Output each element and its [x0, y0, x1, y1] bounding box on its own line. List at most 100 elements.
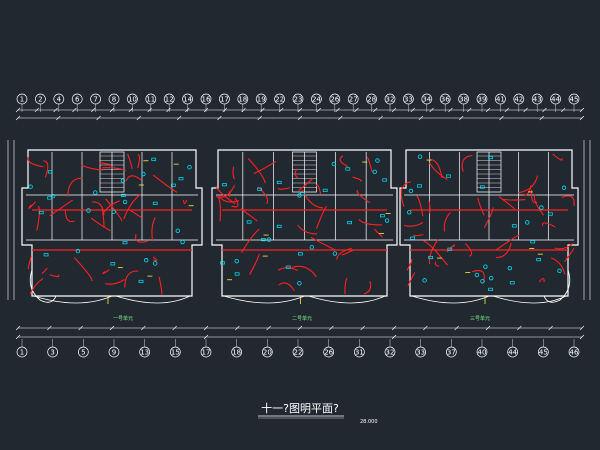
axis-label: 19	[257, 95, 266, 103]
wiring-run	[358, 218, 383, 226]
axis-label: 20	[263, 348, 272, 356]
balcony-curve	[223, 295, 305, 304]
axis-label: 22	[294, 348, 303, 356]
switch-symbol	[152, 201, 158, 205]
wiring-run	[406, 259, 413, 271]
light-fixture	[75, 248, 81, 254]
dimension-tick	[15, 107, 21, 113]
wiring-run	[158, 276, 163, 295]
switch-symbol	[276, 180, 282, 185]
wiring-run	[67, 177, 83, 197]
switch-symbol	[446, 174, 451, 178]
dimension-tick	[517, 325, 522, 331]
dimension-tick	[466, 107, 472, 113]
wiring-run	[36, 205, 40, 231]
axis-label: 33	[416, 348, 425, 356]
switch-symbol	[47, 170, 53, 174]
switch-symbol	[138, 279, 144, 284]
light-fixture	[28, 184, 33, 189]
wiring-run	[518, 175, 539, 194]
unit-outer-wall	[399, 149, 579, 297]
dimension-tick	[378, 115, 383, 121]
switch-symbol	[536, 258, 542, 262]
axis-label: 2	[38, 95, 42, 103]
dimension-tick	[458, 115, 464, 121]
building-walls	[21, 149, 579, 304]
wiring-run	[101, 206, 105, 228]
wiring-run	[218, 195, 240, 203]
wiring-run	[434, 261, 440, 267]
dimension-tick	[391, 107, 397, 113]
wiring-run	[183, 200, 188, 205]
dimension-tick	[338, 115, 343, 121]
switch-symbol	[43, 253, 49, 257]
switch-symbol	[488, 156, 493, 160]
wiring-run	[561, 195, 575, 206]
dimension-tick	[579, 334, 585, 340]
switch-symbol	[410, 236, 415, 240]
light-fixture	[525, 220, 530, 225]
light-fixture	[539, 205, 544, 210]
switch-symbol	[222, 183, 227, 187]
wiring-run	[98, 162, 112, 166]
dimension-tick	[34, 107, 40, 113]
wiring-run	[277, 187, 291, 190]
wiring-run	[373, 228, 383, 238]
axis-label: 3	[50, 348, 54, 356]
light-fixture	[141, 171, 146, 177]
wiring-run	[49, 199, 73, 217]
dimension-tick	[560, 107, 566, 113]
switch-symbol	[530, 240, 536, 244]
wiring-run	[552, 153, 563, 161]
dimension-tick	[360, 325, 365, 331]
axis-label: 44	[551, 95, 560, 103]
wiring-run	[554, 243, 574, 250]
wiring-run	[92, 201, 105, 216]
wiring-run	[152, 256, 158, 262]
axis-label: 4	[57, 95, 62, 103]
dimension-tick	[257, 115, 262, 121]
wiring-run	[249, 254, 260, 275]
dimension-tick	[96, 115, 101, 121]
dimension-tick	[297, 107, 303, 113]
switch-symbol	[382, 178, 388, 182]
wiring-run	[541, 222, 556, 228]
wiring-run	[90, 217, 111, 232]
axis-label: 11	[146, 95, 155, 103]
dimension-tick	[278, 107, 284, 113]
axis-label: 42	[514, 95, 523, 103]
unit-label-1: 一号单元	[113, 315, 133, 322]
switch-symbol	[480, 185, 485, 189]
wiring-run	[564, 247, 575, 263]
switch-symbol	[261, 238, 266, 242]
wiring-run	[231, 197, 239, 208]
dimension-tick	[335, 107, 340, 113]
balcony-curve	[115, 295, 191, 304]
dimension-tick	[454, 325, 459, 331]
light-fixture	[180, 239, 185, 245]
wiring-run	[413, 234, 424, 237]
light-fixture	[86, 208, 91, 213]
wiring-run	[416, 195, 424, 217]
switch-symbol	[285, 265, 291, 269]
switch-symbol	[509, 281, 515, 285]
wiring-run	[363, 281, 372, 295]
dimension-tick	[499, 115, 504, 121]
dimension-tick	[47, 325, 52, 331]
annotation-marks	[107, 159, 543, 304]
dimension-tick	[297, 115, 303, 121]
wiring-run	[407, 272, 416, 287]
axis-label: 32	[386, 348, 395, 356]
wiring-run	[217, 196, 221, 222]
dimension-tick	[504, 107, 510, 113]
dimension-tick	[56, 115, 61, 121]
wiring-run	[64, 209, 75, 223]
light-fixture	[488, 275, 494, 281]
unit-outer-wall	[21, 149, 203, 297]
wiring-run	[297, 224, 318, 235]
axis-label: 37	[447, 348, 456, 356]
axis-label: 40	[478, 348, 487, 356]
wiring-run	[128, 209, 143, 219]
axis-label: 8	[112, 95, 116, 103]
